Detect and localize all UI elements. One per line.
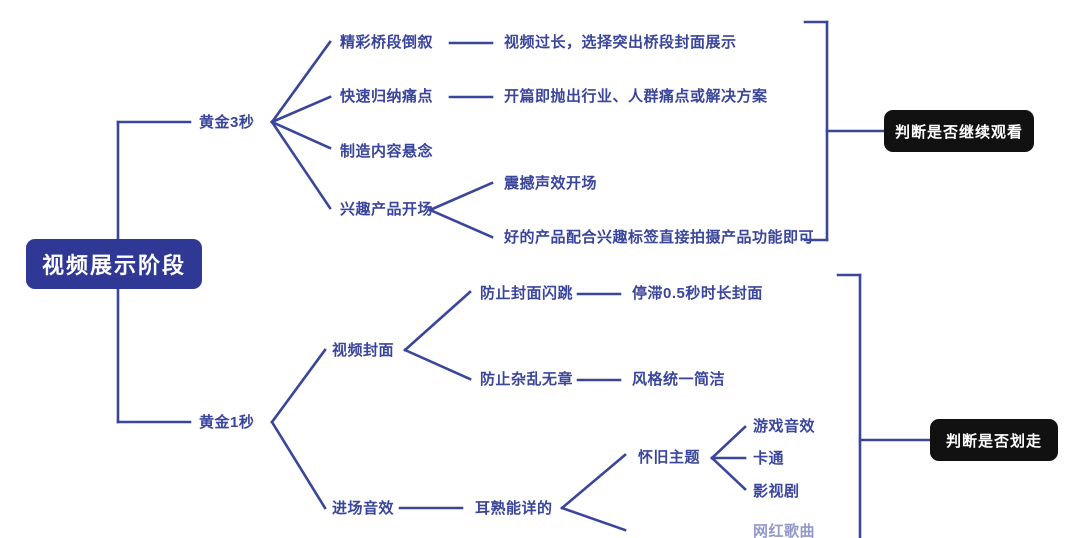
outcome-swipe-away-label: 判断是否划走 <box>945 432 1042 450</box>
node-internet-hit-song[interactable]: 网红歌曲 <box>753 523 816 538</box>
node-film-tv-drama[interactable]: 影视剧 <box>753 483 800 500</box>
root-node-label: 视频展示阶段 <box>41 253 186 278</box>
detail-prevent-cover-flicker: 停滞0.5秒时长封面 <box>632 285 763 302</box>
detail-prevent-cluttered: 风格统一简洁 <box>632 371 726 388</box>
node-cartoon[interactable]: 卡通 <box>753 450 785 467</box>
branch-node-golden-1s[interactable]: 黄金1秒 <box>199 414 255 431</box>
node-create-suspense[interactable]: 制造内容悬念 <box>340 143 434 160</box>
node-prevent-cluttered[interactable]: 防止杂乱无章 <box>480 371 574 388</box>
outcome-continue-watch[interactable]: 判断是否继续观看 <box>884 110 1034 152</box>
node-shock-sound-open[interactable]: 震撼声效开场 <box>504 175 598 192</box>
node-video-cover[interactable]: 视频封面 <box>332 342 395 359</box>
node-prevent-cover-flicker[interactable]: 防止封面闪跳 <box>480 285 574 302</box>
node-familiar-sound[interactable]: 耳熟能详的 <box>475 500 553 517</box>
node-good-product-tag-shoot[interactable]: 好的产品配合兴趣标签直接拍摄产品功能即可 <box>504 229 815 246</box>
node-quick-painpoint[interactable]: 快速归纳痛点 <box>340 88 434 105</box>
outcome-continue-watch-label: 判断是否继续观看 <box>894 123 1023 141</box>
root-node[interactable]: 视频展示阶段 <box>26 239 202 289</box>
node-highlight-flashback[interactable]: 精彩桥段倒叙 <box>340 34 434 51</box>
detail-highlight-flashback: 视频过长，选择突出桥段封面展示 <box>504 34 737 51</box>
node-entrance-sound[interactable]: 进场音效 <box>332 500 395 517</box>
node-interest-product-open[interactable]: 兴趣产品开场 <box>340 201 434 218</box>
node-nostalgia-theme[interactable]: 怀旧主题 <box>638 449 701 466</box>
outcome-swipe-away[interactable]: 判断是否划走 <box>930 419 1058 461</box>
node-game-sound-effect[interactable]: 游戏音效 <box>753 418 816 435</box>
branch-node-golden-3s[interactable]: 黄金3秒 <box>199 114 255 131</box>
detail-quick-painpoint: 开篇即抛出行业、人群痛点或解决方案 <box>504 88 768 105</box>
